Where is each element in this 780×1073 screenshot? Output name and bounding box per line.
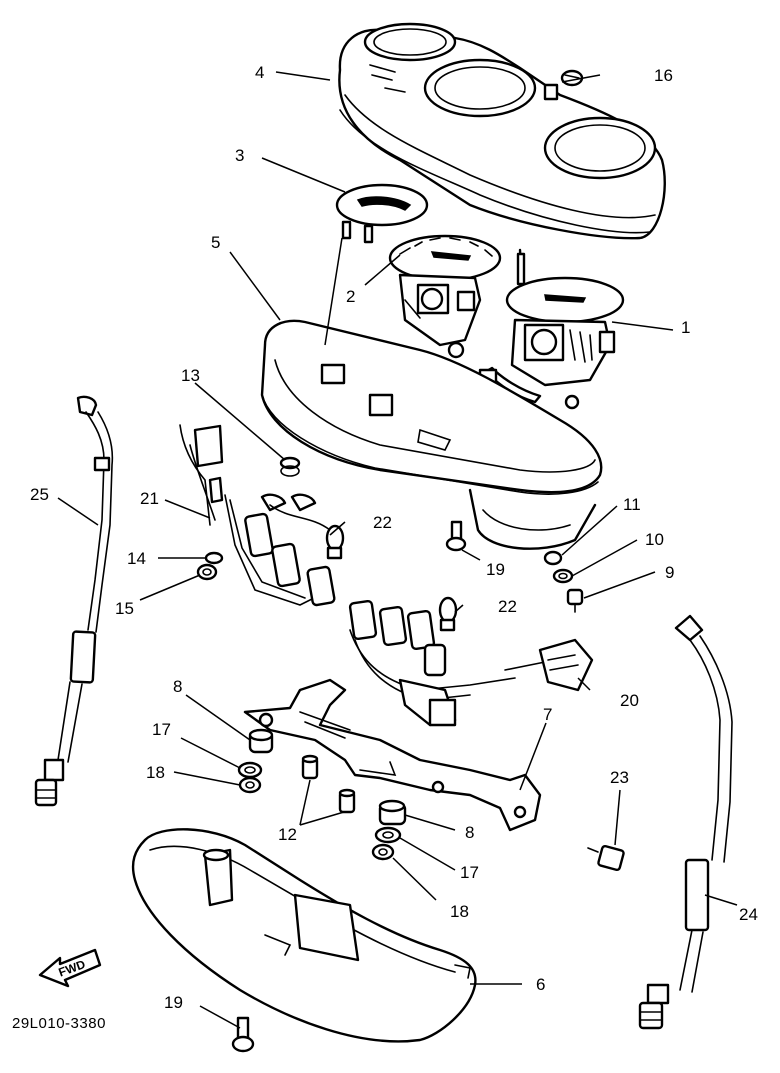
callout-17-right: 17 [460, 863, 479, 882]
part-11-washer [543, 550, 563, 566]
callout-3: 3 [235, 146, 244, 165]
part-24-cable [638, 614, 733, 1030]
part-2-gauge [388, 234, 502, 359]
callout-5: 5 [211, 233, 220, 252]
callout-23: 23 [610, 768, 629, 787]
leader-lines [57, 71, 738, 1029]
callout-18-left: 18 [146, 763, 165, 782]
part-1-gauge [478, 248, 625, 410]
callout-15: 15 [115, 599, 134, 618]
part-10-washer [552, 568, 574, 584]
callout-4: 4 [255, 63, 264, 82]
part-21-socket-harness [179, 424, 336, 607]
part-17-collar-right [374, 826, 402, 844]
callout-22-right: 22 [498, 597, 517, 616]
part-8-grommet-left [248, 728, 274, 754]
part-19-screw-upper [445, 520, 467, 552]
callout-16: 16 [654, 66, 673, 85]
part-13-grommet [279, 456, 301, 477]
callout-2: 2 [346, 287, 355, 306]
callout-11: 11 [623, 495, 641, 514]
part-18-nut-left [238, 776, 262, 794]
part-12-collars [301, 754, 356, 814]
callout-14: 14 [127, 549, 146, 568]
callout-9: 9 [665, 563, 674, 582]
part-22-bulb-right [438, 596, 458, 632]
part-4-meter-upper-cover [338, 22, 666, 240]
part-9-screw [566, 588, 584, 613]
part-15-nut [196, 563, 218, 581]
part-6-lower-cover [131, 828, 477, 1043]
part-20-socket-harness [348, 599, 594, 727]
fwd-arrow-icon: FWD [38, 948, 102, 988]
part-22-bulb-left [325, 524, 345, 560]
part-3-indicator-plate [335, 183, 429, 244]
part-7-bracket [243, 678, 542, 832]
callout-19-lower: 19 [164, 993, 183, 1012]
part-5-meter-case [260, 319, 603, 550]
callout-18-right: 18 [450, 902, 469, 921]
part-18-nut-right [371, 843, 395, 861]
drawing-code: 29L010-3380 [12, 1015, 106, 1032]
callout-7: 7 [543, 705, 552, 724]
callout-21: 21 [140, 489, 159, 508]
callout-6: 6 [536, 975, 545, 994]
callout-10: 10 [645, 530, 664, 549]
part-25-cable [34, 395, 114, 807]
callout-22-left: 22 [373, 513, 392, 532]
callout-25: 25 [30, 485, 49, 504]
callout-12: 12 [278, 825, 297, 844]
callout-8-left: 8 [173, 677, 182, 696]
part-14-washer [204, 551, 224, 565]
part-8-grommet-right [378, 799, 407, 826]
callout-19-upper: 19 [486, 560, 505, 579]
callout-1: 1 [681, 318, 690, 337]
callout-17-left: 17 [152, 720, 171, 739]
callout-13: 13 [181, 366, 200, 385]
callout-labels: 1 2 3 4 5 6 7 8 8 9 10 11 12 13 14 15 16… [30, 63, 758, 1012]
part-23-bolt [587, 844, 625, 872]
part-16-cap [560, 69, 584, 87]
part-19-screw-lower [231, 1016, 255, 1053]
callout-20: 20 [620, 691, 639, 710]
part-17-collar-left [237, 761, 263, 779]
callout-8-right: 8 [465, 823, 474, 842]
callout-24: 24 [739, 905, 758, 924]
